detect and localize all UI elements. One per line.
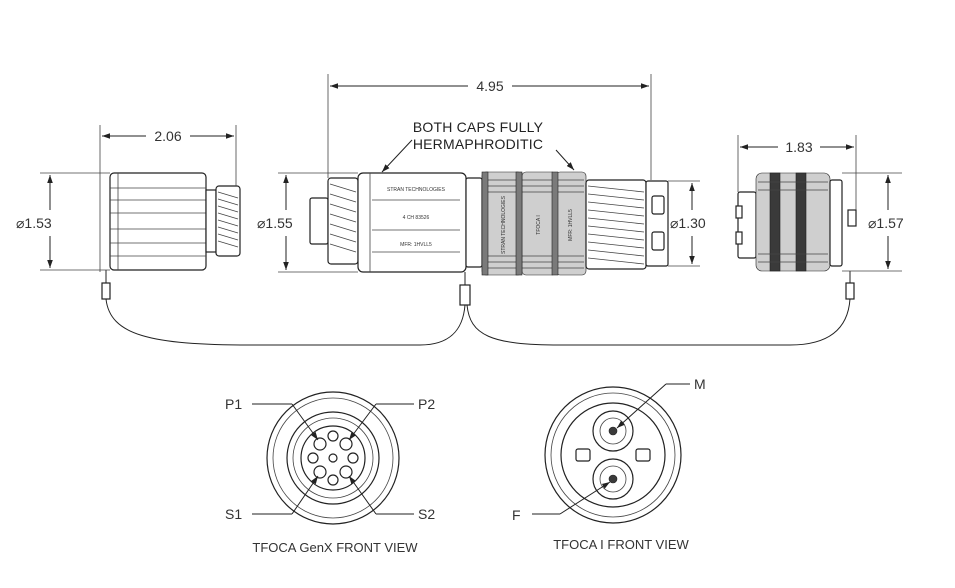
plug-brand-label: STRAN TECHNOLOGIES	[387, 187, 446, 193]
overall-length-value: 4.95	[476, 78, 503, 94]
dimension-plug-diameter: ⌀1.55	[257, 172, 358, 273]
hermaphroditic-note: BOTH CAPS FULLY HERMAPHRODITIC	[381, 119, 575, 173]
receptacle-type-label: TFOCA I	[536, 215, 542, 234]
callout-f: F	[512, 507, 521, 523]
right-cap-length-value: 1.83	[785, 139, 812, 155]
dimension-left-cap-diameter: ⌀1.53	[16, 172, 110, 271]
receptacle-brand-label: STRAN TECHNOLOGIES	[501, 195, 507, 254]
callout-p2: P2	[418, 396, 435, 412]
right-dust-cap	[735, 172, 857, 300]
note-line-2: HERMAPHRODITIC	[413, 136, 543, 152]
right-cap-diameter-value: ⌀1.57	[868, 215, 904, 231]
tfoca1-caption: TFOCA I FRONT VIEW	[553, 537, 689, 552]
left-dust-cap	[101, 172, 241, 300]
note-line-1: BOTH CAPS FULLY	[413, 119, 544, 135]
callout-m: M	[694, 376, 706, 392]
plug-connector: STRAN TECHNOLOGIES 4 CH 83526 MFR: 1HVLL…	[309, 172, 483, 273]
plug-diameter-value: ⌀1.55	[257, 215, 293, 231]
callout-p1: P1	[225, 396, 242, 412]
left-cap-length-value: 2.06	[154, 128, 181, 144]
plug-part-label: 4 CH 83526	[403, 215, 430, 221]
tfoca1-front-view: M F TFOCA I FRONT VIEW	[512, 376, 706, 552]
plug-mfr-label: MFR: 1HVLL5	[400, 242, 432, 248]
dimension-receptacle-diameter: ⌀1.30	[668, 180, 706, 267]
receptacle-mfr-label: MFR: 1HVLL5	[568, 209, 574, 241]
dimension-right-cap-length: 1.83	[737, 135, 857, 210]
receptacle-connector: STRAN TECHNOLOGIES TFOCA I MFR: 1HVLL5	[481, 171, 669, 276]
genx-front-view: P1 P2 S1 S2 TFOCA GenX FRONT VIEW	[225, 391, 435, 555]
left-cap-diameter-value: ⌀1.53	[16, 215, 52, 231]
receptacle-diameter-value: ⌀1.30	[670, 215, 706, 231]
callout-s2: S2	[418, 506, 435, 522]
dimension-right-cap-diameter: ⌀1.57	[842, 172, 904, 272]
dimension-overall-length: 4.95	[327, 74, 652, 180]
lanyard-cables	[105, 272, 851, 346]
genx-caption: TFOCA GenX FRONT VIEW	[252, 540, 418, 555]
dimension-left-cap-length: 2.06	[99, 125, 237, 272]
callout-s1: S1	[225, 506, 242, 522]
